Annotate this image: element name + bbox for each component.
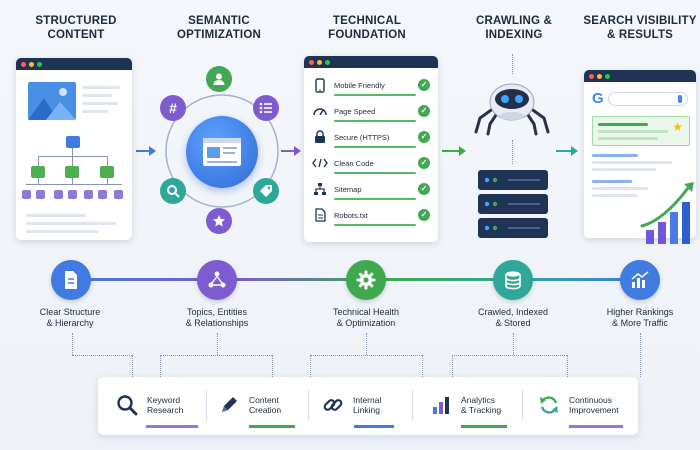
tree-child-node bbox=[31, 166, 45, 178]
link-icon bbox=[320, 392, 346, 418]
checklist-item: Sitemap ✓ bbox=[312, 177, 430, 201]
tool-analytics-tracking: Analytics & Tracking bbox=[428, 385, 501, 425]
webpage-icon bbox=[203, 138, 241, 166]
tool-label: Continuous Improvement bbox=[569, 394, 619, 416]
checklist-label: Page Speed bbox=[334, 106, 376, 116]
heading-technical-foundation: TECHNICAL FOUNDATION bbox=[328, 15, 406, 41]
checklist-item: Mobile Friendly ✓ bbox=[312, 73, 430, 97]
check-icon: ✓ bbox=[418, 105, 430, 117]
checklist-item: Robots.txt ✓ bbox=[312, 203, 430, 227]
check-icon: ✓ bbox=[418, 131, 430, 143]
tree-root-node bbox=[66, 136, 80, 148]
flow-arrow bbox=[442, 146, 466, 156]
checklist-label: Clean Code bbox=[334, 158, 374, 168]
tree-child-node bbox=[100, 166, 114, 178]
google-logo-icon: G bbox=[592, 90, 604, 107]
search-icon bbox=[160, 178, 186, 204]
checklist-label: Robots.txt bbox=[334, 210, 368, 220]
tool-internal-linking: Internal Linking bbox=[320, 385, 381, 425]
star-icon bbox=[206, 208, 232, 234]
timeline-label: Higher Rankings & More Traffic bbox=[606, 307, 674, 328]
featured-result: ★ bbox=[592, 116, 690, 146]
heading-structured-content: STRUCTURED CONTENT bbox=[35, 15, 117, 41]
check-icon: ✓ bbox=[418, 79, 430, 91]
structured-content-card bbox=[16, 58, 132, 240]
network-icon bbox=[208, 271, 226, 288]
timeline-node-technical bbox=[346, 260, 386, 300]
timeline-node-topics bbox=[197, 260, 237, 300]
image-placeholder-icon bbox=[28, 82, 76, 120]
sitemap-icon bbox=[312, 181, 328, 197]
hashtag-icon: # bbox=[160, 95, 186, 121]
checklist-item: Clean Code ✓ bbox=[312, 151, 430, 175]
timeline-node-rankings bbox=[620, 260, 660, 300]
magnifier-icon bbox=[114, 392, 140, 418]
checklist-label: Secure (HTTPS) bbox=[334, 132, 390, 142]
window-titlebar bbox=[584, 70, 696, 82]
search-results-card: G ★ bbox=[584, 70, 696, 238]
timeline-label: Clear Structure & Hierarchy bbox=[39, 307, 101, 328]
search-bar[interactable] bbox=[608, 92, 688, 106]
tool-content-creation: Content Creation bbox=[216, 385, 281, 425]
server-icon bbox=[478, 170, 548, 238]
phone-icon bbox=[312, 77, 328, 93]
tag-icon bbox=[253, 178, 279, 204]
timeline-label: Crawled, Indexed & Stored bbox=[477, 307, 549, 328]
heading-search-visibility: SEARCH VISIBILITY & RESULTS bbox=[583, 15, 697, 41]
gear-icon bbox=[356, 270, 376, 290]
tool-continuous-improvement: Continuous Improvement bbox=[536, 385, 619, 425]
flow-arrow bbox=[556, 146, 578, 156]
tool-keyword-research: Keyword Research bbox=[114, 385, 183, 425]
tool-label: Keyword Research bbox=[147, 394, 184, 416]
checklist-item: Secure (HTTPS) ✓ bbox=[312, 125, 430, 149]
user-icon bbox=[206, 66, 232, 92]
analytics-icon bbox=[428, 392, 454, 418]
tool-label: Analytics & Tracking bbox=[461, 394, 502, 416]
heading-crawling-indexing: CRAWLING & INDEXING bbox=[475, 15, 553, 41]
star-icon: ★ bbox=[672, 120, 683, 134]
flow-arrow bbox=[136, 146, 156, 156]
crawler-robot-icon bbox=[474, 83, 550, 136]
technical-foundation-card: Mobile Friendly ✓ Page Speed ✓ Secure (H… bbox=[304, 56, 438, 242]
code-icon bbox=[312, 155, 328, 171]
center-webpage-circle bbox=[186, 116, 258, 188]
window-titlebar bbox=[16, 58, 132, 70]
check-icon: ✓ bbox=[418, 183, 430, 195]
window-titlebar bbox=[304, 56, 438, 68]
database-icon bbox=[505, 271, 521, 290]
tree-child-node bbox=[65, 166, 79, 178]
lock-icon bbox=[312, 129, 328, 145]
list-icon bbox=[253, 95, 279, 121]
timeline-node-structure bbox=[51, 260, 91, 300]
checklist-item: Page Speed ✓ bbox=[312, 99, 430, 123]
microphone-icon bbox=[678, 95, 682, 103]
tool-label: Content Creation bbox=[249, 394, 282, 416]
checklist-label: Sitemap bbox=[334, 184, 362, 194]
pencil-icon bbox=[216, 392, 242, 418]
speedometer-icon bbox=[312, 103, 328, 119]
tool-label: Internal Linking bbox=[353, 394, 382, 416]
document-icon bbox=[65, 271, 77, 289]
bar-chart-icon bbox=[631, 271, 649, 288]
timeline-node-crawled bbox=[493, 260, 533, 300]
flow-arrow bbox=[281, 146, 301, 156]
check-icon: ✓ bbox=[418, 209, 430, 221]
checklist-label: Mobile Friendly bbox=[334, 80, 385, 90]
timeline-label: Topics, Entities & Relationships bbox=[185, 307, 249, 328]
heading-semantic-optimization: SEMANTIC OPTIMIZATION bbox=[177, 15, 261, 41]
timeline-label: Technical Health & Optimization bbox=[332, 307, 400, 328]
check-icon: ✓ bbox=[418, 157, 430, 169]
document-icon bbox=[312, 207, 328, 223]
refresh-icon bbox=[536, 392, 562, 418]
semantic-ring bbox=[165, 94, 279, 208]
growth-chart-icon bbox=[640, 182, 694, 244]
